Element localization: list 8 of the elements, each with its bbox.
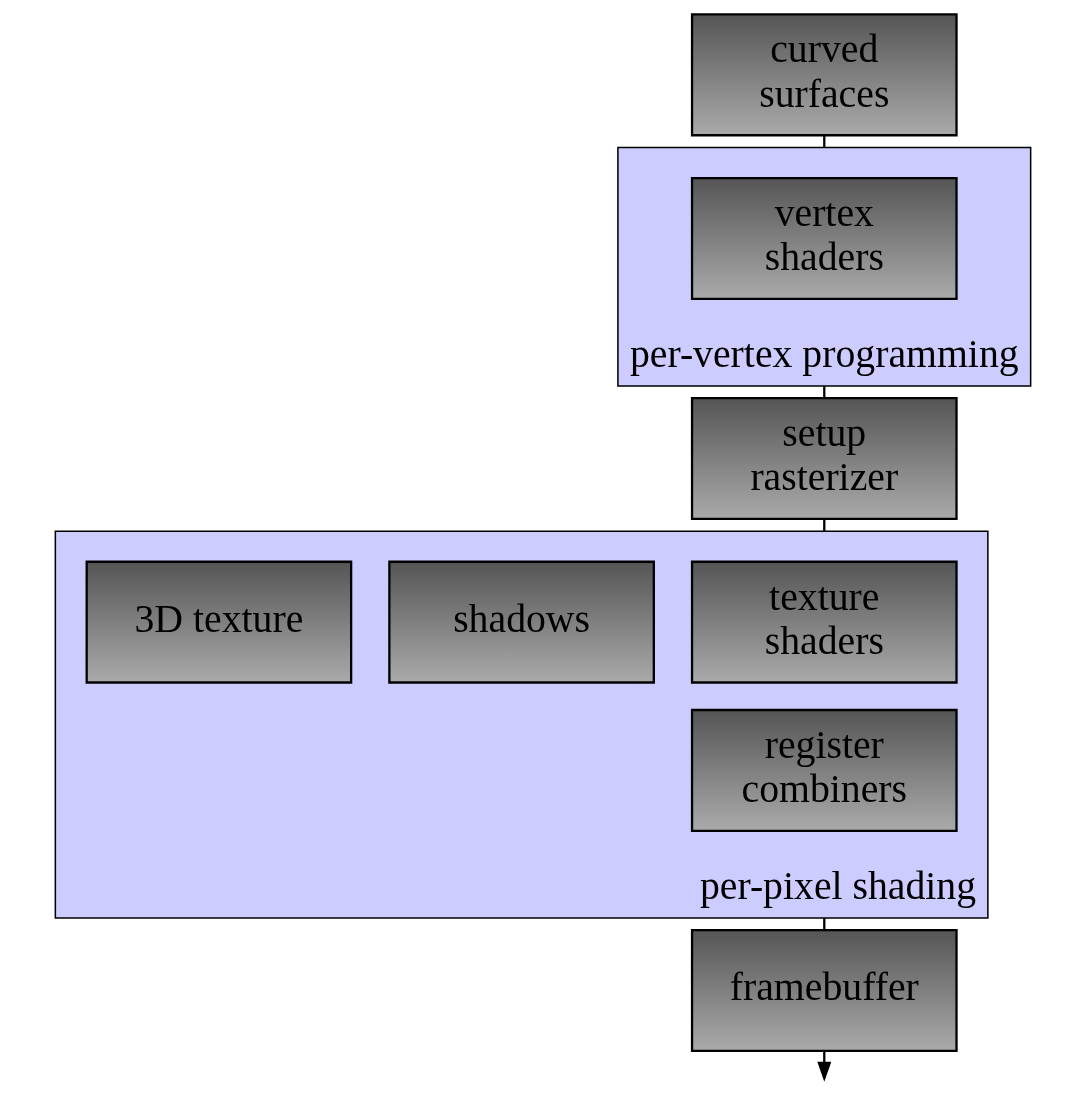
node-box: framebuffer: [690, 929, 958, 1053]
node-box: curved surfaces: [690, 13, 958, 137]
node-box: shadows: [387, 560, 655, 684]
node-box: 3D texture: [85, 560, 352, 684]
node-box: setup rasterizer: [690, 397, 958, 521]
node-box: register combiners: [690, 708, 958, 832]
node-box: texture shaders: [690, 560, 958, 684]
node-box: vertex shaders: [690, 176, 958, 300]
